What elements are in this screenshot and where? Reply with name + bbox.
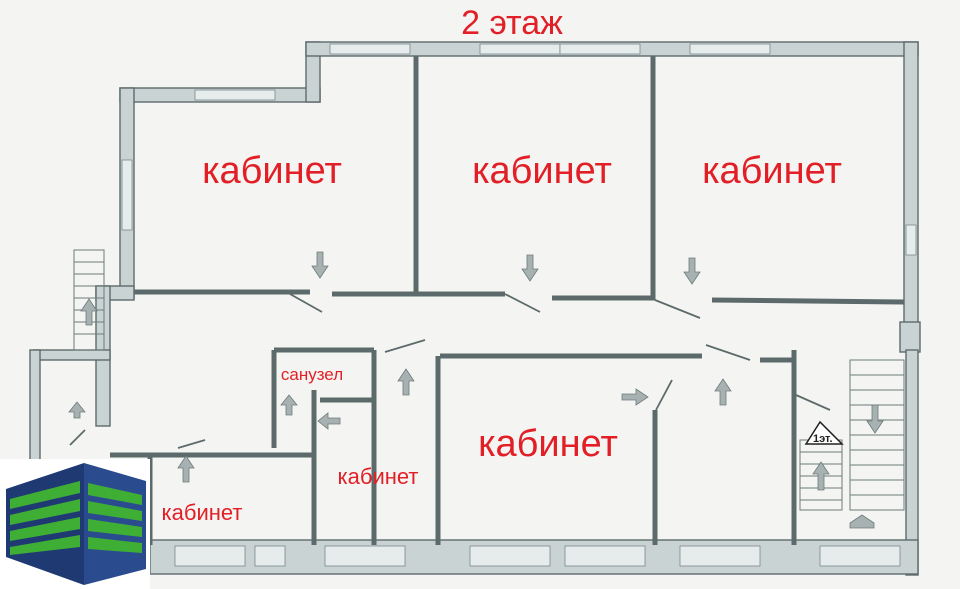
stair-floor-marker: 1эт. <box>804 420 844 445</box>
room-label: кабинет <box>202 150 342 192</box>
arrow-icon <box>812 461 830 491</box>
evacuation-arrows <box>68 251 884 529</box>
doors <box>69 293 831 449</box>
arrow-icon <box>177 455 195 483</box>
arrow-icon <box>397 368 415 396</box>
stairs-left <box>73 249 105 351</box>
arrow-icon <box>521 254 539 282</box>
wc-label: санузел <box>281 365 343 384</box>
room-label: кабинет <box>472 150 612 192</box>
arrow-icon <box>866 404 884 434</box>
company-logo <box>0 459 150 589</box>
arrow-icon <box>68 401 86 419</box>
arrow-icon <box>280 394 298 416</box>
interior-walls <box>110 56 905 545</box>
arrow-icon <box>849 514 875 529</box>
arrow-icon <box>317 412 341 430</box>
arrow-icon <box>311 251 329 279</box>
stairs-right <box>799 359 905 511</box>
room-label: кабинет <box>338 464 419 489</box>
room-label: кабинет <box>162 500 243 525</box>
floor-title: 2 этаж <box>461 4 563 42</box>
arrow-icon <box>683 257 701 285</box>
room-label: кабинет <box>478 423 618 465</box>
arrow-icon <box>80 298 98 326</box>
arrow-icon <box>621 388 649 406</box>
stair-marker-label: 1эт. <box>813 433 833 445</box>
exterior-walls <box>29 41 921 576</box>
arrow-icon <box>714 378 732 406</box>
room-label: кабинет <box>702 150 842 192</box>
